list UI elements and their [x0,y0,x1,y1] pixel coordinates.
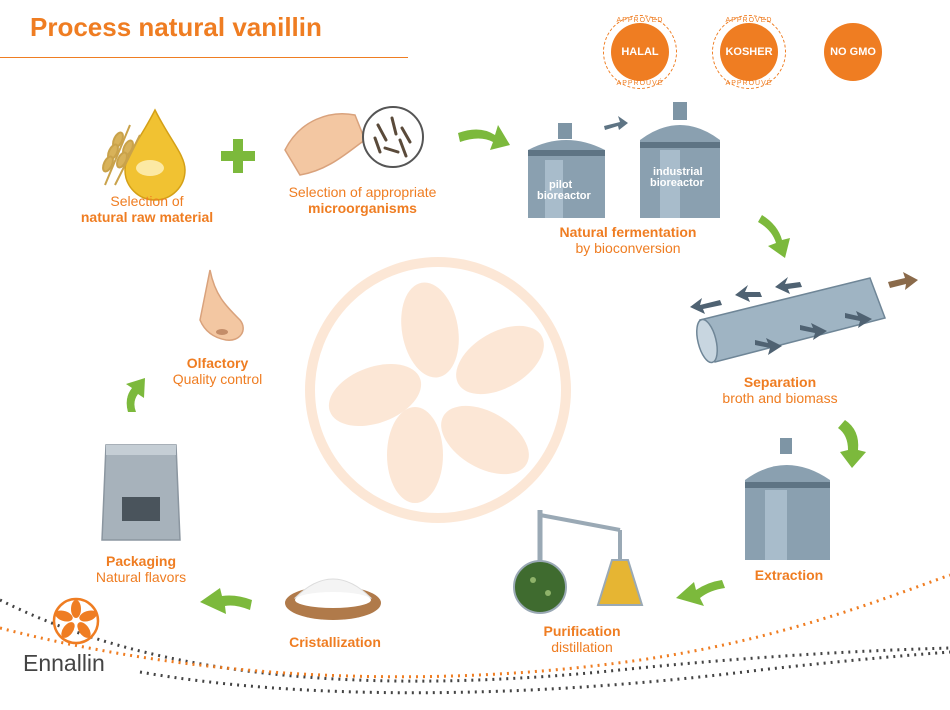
step-packaging-line2: Natural flavors [95,569,187,585]
step-raw-material: Selection of natural raw material [62,193,232,225]
step-purification-line1: Purification [543,623,621,639]
hand-microorganisms-icon [284,106,424,176]
plus-icon [221,139,255,173]
kosher-badge: KOSHER [720,23,778,81]
brand-name: Ennallin [23,650,105,676]
ennallin-logo-icon [52,597,100,645]
no-gmo-badge: NO GMO [824,23,882,81]
industrial-bioreactor-icon [640,102,720,218]
step-extraction: Extraction [736,567,842,583]
watermark-flower-icon [305,257,571,523]
step-fermentation-line2: by bioconversion [575,240,681,256]
industrial-reactor-label-line1: industrial [653,166,703,178]
arrow-to-cristallization-icon [200,588,252,614]
packaging-pouch-icon [101,444,181,541]
halal-badge-top-text: APPROVED [616,17,664,24]
dotted-curve-orange [0,573,950,679]
step-cristallization: Cristallization [272,634,398,650]
pilot-reactor-label: pilot bioreactor [537,180,591,202]
pilot-reactor-label-line2: bioreactor [537,190,591,202]
extraction-tank-icon [745,438,830,560]
step-purification-line2: distillation [551,639,613,655]
arrow-to-extraction-icon [838,420,866,468]
step-packaging: Packaging Natural flavors [77,553,205,585]
pilot-reactor-label-line1: pilot [549,179,573,191]
halal-badge-bottom-text: APPROUVÉ [616,80,664,87]
separation-tube-icon [690,272,918,364]
kosher-badge-ring [712,15,786,89]
step-microorganisms-line1: Selection of appropriate [288,184,437,200]
arrow-to-purification-icon [676,580,725,606]
distillation-apparatus-icon [513,510,644,614]
step-separation-line1: Separation [743,374,817,390]
step-raw-material-line1: Selection of [110,193,184,209]
step-fermentation: Natural fermentation by bioconversion [535,224,721,256]
reactor-transfer-arrow-icon [604,116,628,130]
step-microorganisms: Selection of appropriate microorganisms [265,184,460,216]
step-olfactory-line1: Olfactory [186,355,249,371]
kosher-badge-top-text: APPROVED [725,17,773,24]
arrow-to-fermentation-icon [458,125,510,150]
step-separation: Separation broth and biomass [700,374,860,406]
step-packaging-line1: Packaging [105,553,177,569]
oil-drop-icon [124,108,186,201]
dotted-curve-dark-2 [139,650,950,695]
step-purification: Purification distillation [522,623,642,655]
title-underline [0,57,408,58]
nose-icon [199,269,244,341]
step-olfactory: Olfactory Quality control [155,355,280,387]
step-cristallization-line1: Cristallization [289,634,381,650]
step-extraction-line1: Extraction [754,567,824,583]
step-raw-material-line2: natural raw material [80,209,214,225]
arrow-to-separation-icon [758,215,790,258]
halal-badge: HALAL [611,23,669,81]
step-separation-line2: broth and biomass [722,390,838,406]
step-microorganisms-line2: microorganisms [308,200,417,216]
arrow-to-olfactory-icon [126,378,145,412]
industrial-reactor-label: industrial bioreactor [650,167,704,189]
crystal-bowl-icon [285,578,381,620]
halal-badge-ring [603,15,677,89]
industrial-reactor-label-line2: bioreactor [650,177,704,189]
kosher-badge-bottom-text: APPROUVÉ [725,80,773,87]
step-fermentation-line1: Natural fermentation [559,224,697,240]
step-olfactory-line2: Quality control [172,371,263,387]
wheat-icon [102,124,141,186]
dotted-curve-dark [0,598,950,683]
page-title: Process natural vanillin [30,12,322,42]
pilot-bioreactor-icon [528,123,605,218]
